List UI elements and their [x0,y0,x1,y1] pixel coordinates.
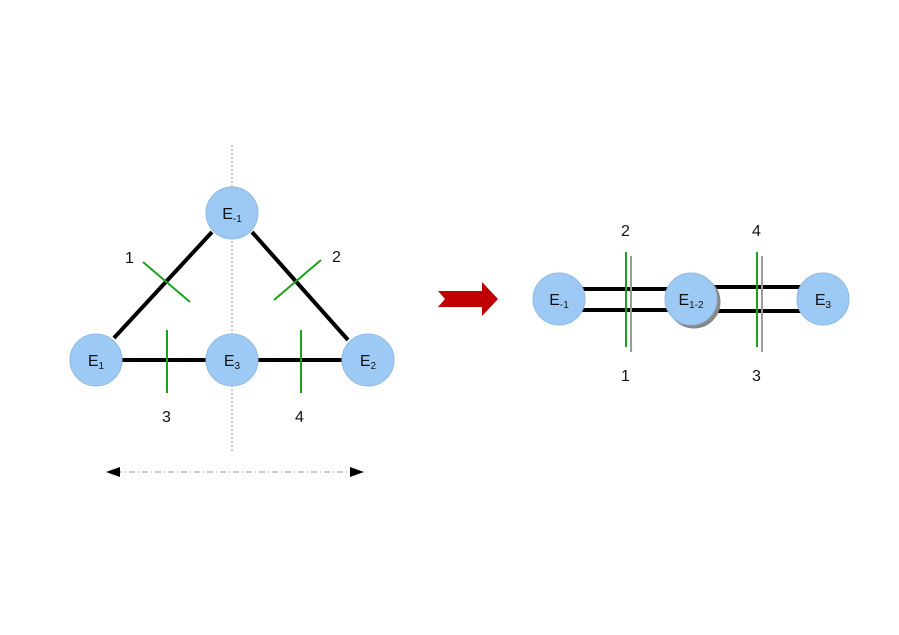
edge-top-right [250,230,350,342]
node-label: E [549,292,560,309]
svg-text:E3: E3 [224,353,241,372]
node-e-minus1: E-1 [532,272,586,326]
cut-label-1: 1 [125,250,134,267]
node-label: E [88,353,99,370]
node-subscript: 3 [826,300,832,311]
node-label: E [815,292,826,309]
arrowhead-right-icon [350,467,364,477]
right-arrow-icon [438,282,498,316]
node-e3: E3 [796,272,850,326]
cut-marker-1 [142,261,191,303]
horizontal-double-arrow [106,467,364,477]
node-subscript: -1 [560,300,569,311]
node-subscript: 3 [235,361,241,372]
svg-text:E-1: E-1 [222,206,242,225]
node-subscript: 1 [99,361,105,372]
svg-text:E3: E3 [815,292,832,311]
node-e2: E2 [341,333,395,387]
edge-top-left [112,230,214,340]
cut-label-bottom-left: 1 [621,368,630,385]
arrowhead-left-icon [106,467,120,477]
node-subscript: 2 [371,361,377,372]
cut-label-3: 3 [162,409,171,426]
svg-text:E-1: E-1 [549,292,569,311]
cut-label-2: 2 [332,249,341,266]
node-e-minus1: E-1 [205,186,259,240]
cut-label-4: 4 [295,409,304,426]
svg-text:E1-2: E1-2 [678,292,704,311]
node-label: E [360,353,371,370]
cut-label-top-left: 2 [621,223,630,240]
node-subscript: -1 [233,214,242,225]
node-e1: E1 [69,333,123,387]
cut-marker-2 [273,259,322,301]
node-e1-2: E1-2 [664,272,718,326]
svg-text:E2: E2 [360,353,377,372]
left-graph: 1 2 3 4 E-1 E1 E3 E2 [69,145,395,477]
node-label: E [222,206,233,223]
node-label: E [678,292,689,309]
node-label: E [224,353,235,370]
node-e3: E3 [205,333,259,387]
svg-text:E1: E1 [88,353,105,372]
cut-label-top-right: 4 [752,223,761,240]
node-subscript: 1-2 [689,300,704,311]
right-graph: 2 4 1 3 E-1 E1-2 E3 [532,223,850,385]
cut-label-bottom-right: 3 [752,368,761,385]
